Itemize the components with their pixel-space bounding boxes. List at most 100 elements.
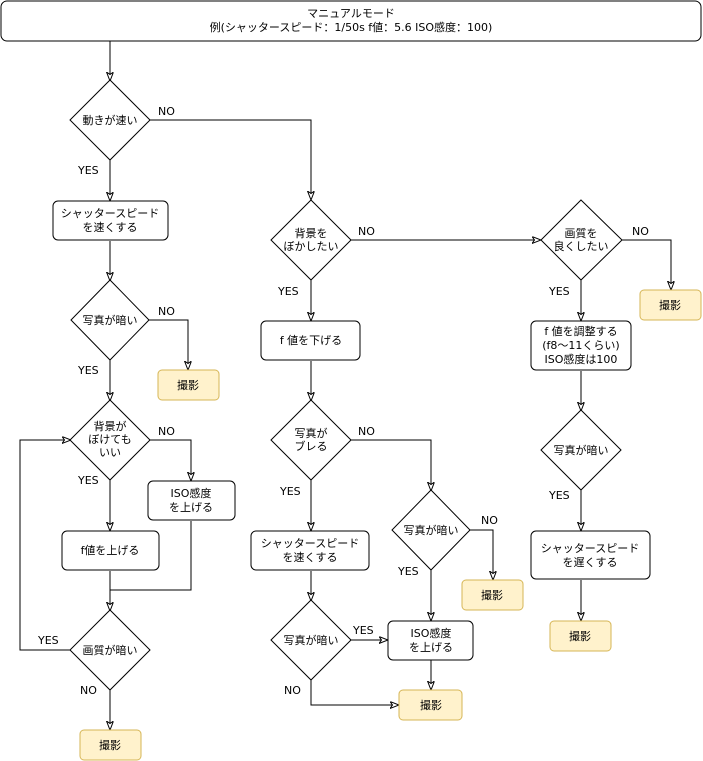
process-label-line2: を速くする [83, 221, 138, 234]
edges [19, 41, 671, 729]
decision-blur-bg-ok: 背景が ぼけても いい [69, 399, 151, 481]
terminal-shoot-6: 撮影 [549, 620, 612, 652]
decision-label-line2: ブレる [295, 439, 328, 453]
edge-dark3-no [470, 529, 493, 579]
edge-dark1-no [149, 319, 188, 369]
decision-shape [69, 399, 151, 481]
label-quality-yes: YES [37, 634, 59, 647]
label-fast-no: NO [158, 105, 175, 118]
process-label-line1: f 値を調整する [544, 324, 617, 338]
process-label-line2: を上げる [409, 641, 453, 654]
decision-blur-bg: 背景を ぼかしたい [270, 199, 352, 281]
terminal-shoot-5: 撮影 [639, 289, 702, 321]
process-f-down: f 値を下げる [260, 320, 361, 361]
label-bg-no: NO [358, 225, 375, 238]
process-shape [530, 530, 651, 580]
label-dark1-yes: YES [77, 364, 99, 377]
terminal-label: 撮影 [420, 698, 442, 712]
process-iso-up-2: ISO感度 を上げる [387, 620, 474, 661]
process-slow-shutter: シャッタースピード を遅くする [530, 530, 651, 580]
terminal-label: 撮影 [659, 298, 681, 312]
process-shape [260, 320, 361, 361]
title-box-shape [0, 0, 702, 42]
process-shape [530, 320, 632, 371]
decision-shape [540, 409, 622, 491]
label-shake-no: NO [358, 425, 375, 438]
terminal-shape [461, 579, 524, 611]
decision-label: 動きが速い [83, 113, 138, 127]
process-label-line1: シャッタースピード [261, 537, 359, 550]
decision-shape [391, 489, 471, 571]
decision-label-line2: ぼけても [88, 433, 131, 446]
process-label-line2: (f8〜11くらい) [542, 339, 619, 352]
decision-shape [270, 399, 352, 481]
terminal-label: 撮影 [481, 588, 503, 602]
decision-quality-dark: 画質が暗い [69, 609, 151, 691]
process-label: f 値を下げる [280, 334, 342, 347]
decision-shake: 写真が ブレる [270, 399, 352, 481]
edge-fast-no [150, 119, 311, 199]
process-f-up: f値を上げる [61, 530, 160, 571]
title-box: マニュアルモード 例(シャッタースピード：1/50s f値：5.6 ISO感度：… [0, 0, 702, 42]
decision-shape [69, 609, 151, 691]
process-label-line3: ISO感度は100 [545, 352, 618, 366]
terminal-shape [398, 689, 463, 721]
edge-quality-yes-loop [19, 440, 70, 651]
label-bgok-yes: YES [77, 474, 99, 487]
label-quality2-no: NO [632, 225, 649, 238]
decision-dark-1: 写真が暗い [70, 279, 150, 361]
decision-dark-4: 写真が暗い [540, 409, 622, 491]
label-shake-yes: YES [279, 485, 301, 498]
terminal-shoot-1: 撮影 [157, 369, 220, 401]
process-shape [387, 620, 474, 661]
decision-label-line2: 良くしたい [554, 239, 609, 253]
process-shape [52, 200, 169, 241]
process-label-line2: を速くする [283, 551, 338, 564]
title-line2: 例(シャッタースピード：1/50s f値：5.6 ISO感度：100) [210, 20, 493, 34]
process-shape [147, 480, 236, 521]
label-quality-no: NO [80, 684, 97, 697]
decision-label-line2: ぼかしたい [284, 240, 339, 253]
decision-label: 写真が暗い [83, 313, 138, 327]
terminal-shoot-4: 撮影 [398, 689, 463, 721]
label-dark1-no: NO [158, 305, 175, 318]
decision-label-line1: 背景を [295, 226, 328, 240]
decision-label-line1: 背景が [94, 419, 127, 433]
terminal-shape [79, 729, 142, 761]
decision-shape [270, 199, 352, 281]
process-fast-shutter-2: シャッタースピード を速くする [250, 530, 370, 571]
process-label-line1: ISO感度 [171, 486, 212, 500]
process-label-line2: を上げる [169, 501, 213, 514]
terminal-shape [157, 369, 220, 401]
process-label-line1: シャッタースピード [61, 207, 159, 220]
decision-label: 写真が暗い [554, 443, 609, 457]
terminal-shape [639, 289, 702, 321]
terminal-label: 撮影 [569, 629, 591, 643]
process-label-line1: ISO感度 [411, 626, 452, 640]
terminal-label: 撮影 [177, 378, 199, 392]
edge-iso1-merge [110, 521, 192, 591]
process-shape [61, 530, 160, 571]
label-dark3-yes: YES [397, 565, 419, 578]
process-label: f値を上げる [81, 544, 140, 557]
label-fast-yes: YES [77, 164, 99, 177]
decision-label-line1: 画質を [565, 226, 598, 240]
label-quality2-yes: YES [548, 285, 570, 298]
label-dark2-no: NO [284, 684, 301, 697]
process-f-adjust: f 値を調整する (f8〜11くらい) ISO感度は100 [530, 320, 632, 371]
terminal-shoot-2: 撮影 [79, 729, 142, 761]
terminal-shape [549, 620, 612, 652]
edge-bgok-no [150, 439, 191, 480]
decision-label: 写真が暗い [284, 633, 339, 647]
label-bgok-no: NO [158, 425, 175, 438]
edge-shake-no [351, 439, 431, 490]
label-dark2-yes: YES [352, 624, 374, 637]
decision-dark-3: 写真が暗い [391, 489, 471, 571]
process-label-line2: を遅くする [563, 556, 618, 569]
edge-labels: NO YES NO YES NO YES YES NO NO YES NO YE… [37, 105, 649, 697]
decision-shape [540, 199, 623, 281]
process-label-line1: シャッタースピード [541, 542, 639, 555]
decision-dark-2: 写真が暗い [270, 599, 352, 681]
